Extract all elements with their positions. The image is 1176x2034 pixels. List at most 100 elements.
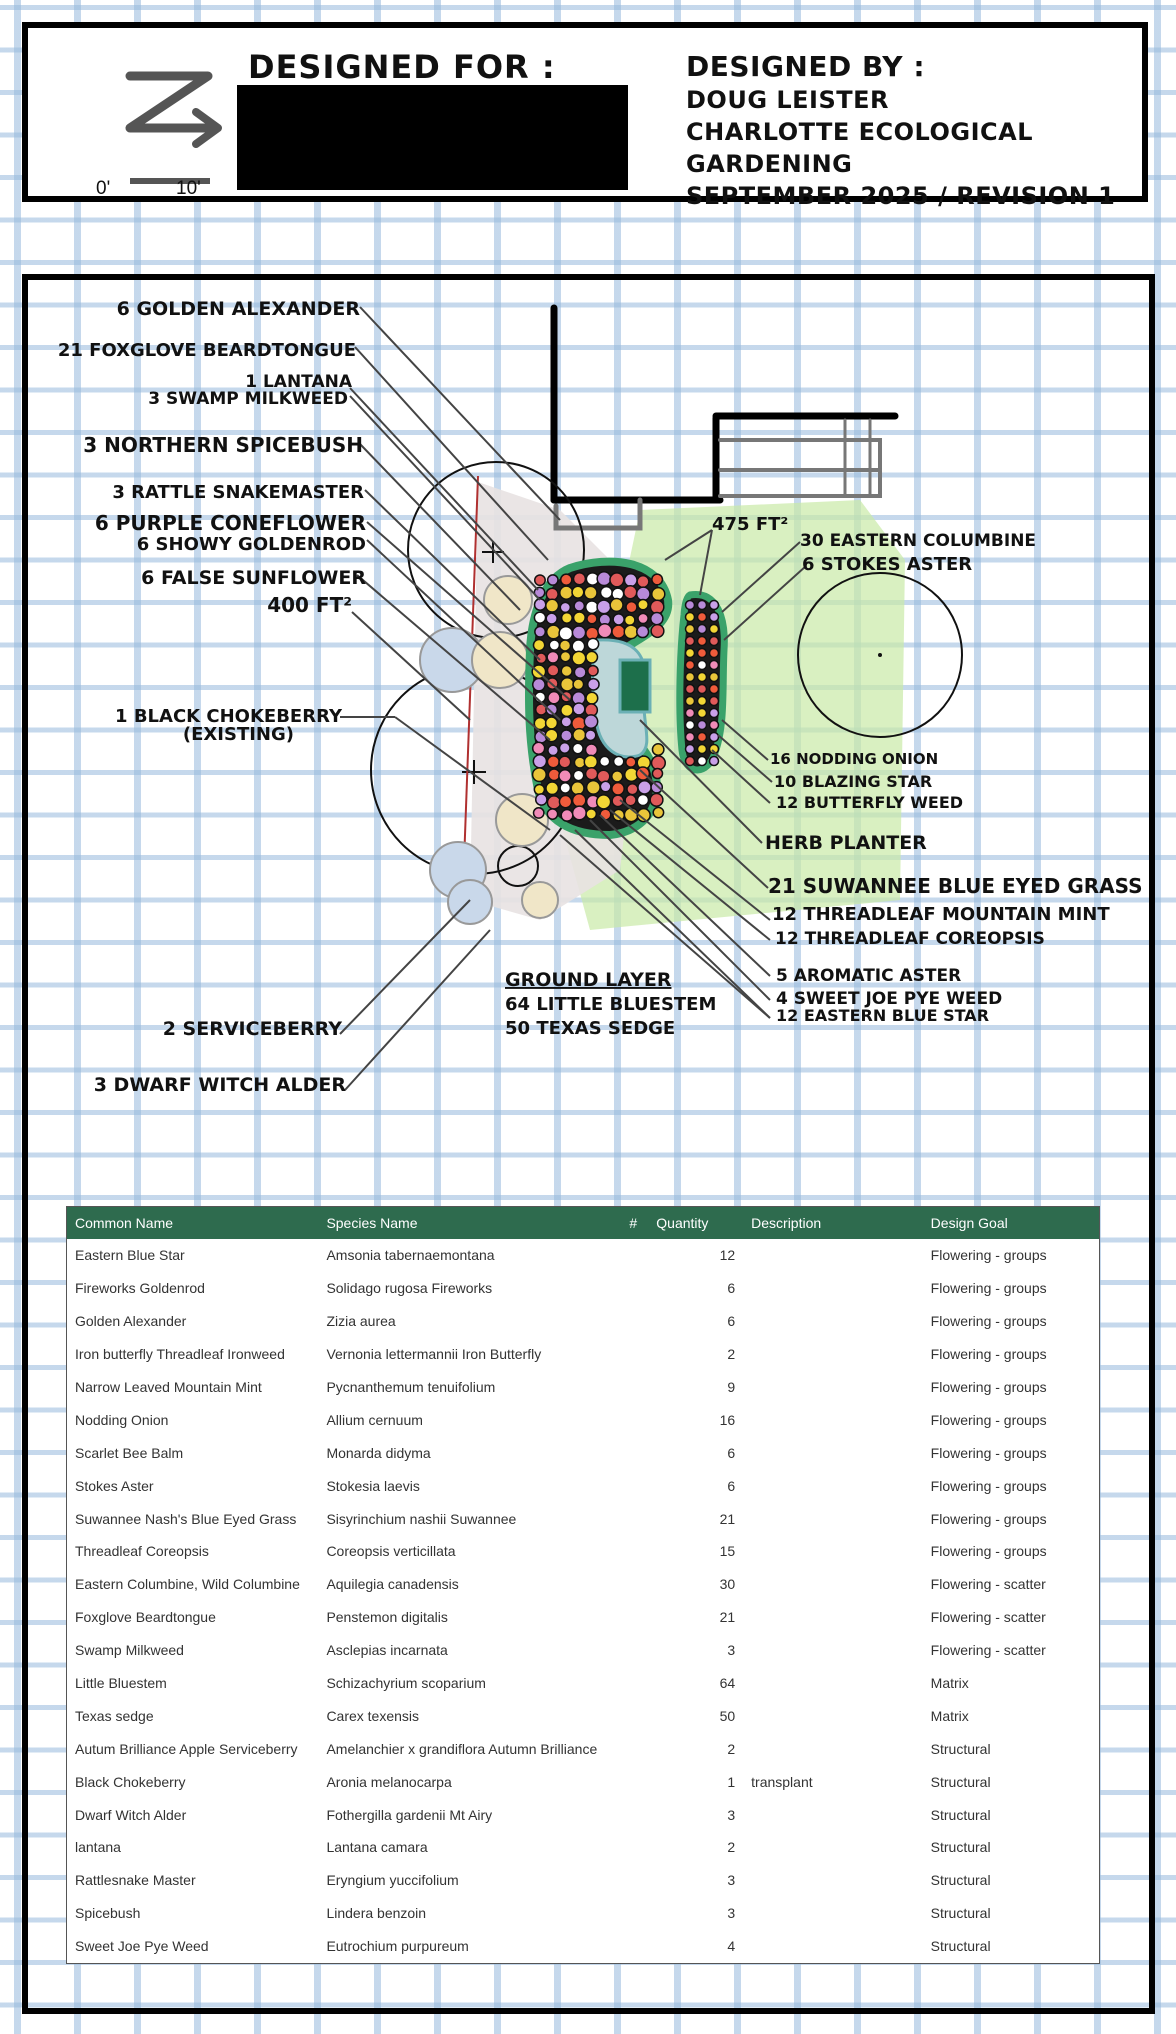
cell-species-name: Monarda didyma <box>326 1444 431 1461</box>
flower-dot <box>572 702 586 716</box>
cell-common-name: Eastern Columbine, Wild Columbine <box>75 1576 300 1593</box>
label-serviceberry: 2 SERVICEBERRY <box>163 1018 343 1040</box>
flower-dot <box>573 599 586 612</box>
cell-description <box>743 1864 923 1897</box>
flower-dot <box>558 625 574 641</box>
flower-dot <box>696 731 708 743</box>
flower-dot <box>696 671 708 683</box>
column-header-quantity[interactable]: Quantity <box>648 1206 744 1239</box>
column-header-common[interactable]: Common Name <box>66 1206 319 1239</box>
cell-quantity: 1 <box>727 1773 736 1790</box>
cell-description <box>743 1338 923 1371</box>
cell-quantity: 21 <box>719 1510 736 1527</box>
cell-design-goal: Flowering - groups <box>930 1543 1047 1560</box>
rattlesnake-master-shrubs <box>471 575 559 919</box>
label-blazing-star: 10 BLAZING STAR <box>774 772 932 791</box>
flower-dot <box>708 611 720 623</box>
flower-dot <box>708 599 720 611</box>
flower-dot <box>650 780 664 794</box>
flower-dot <box>609 597 624 613</box>
flower-dot <box>546 795 562 810</box>
flower-dot <box>637 780 652 795</box>
label-area-left: 400 FT² <box>267 593 352 617</box>
flower-dot <box>611 794 625 808</box>
cell-description <box>743 1601 923 1634</box>
flower-dot <box>684 635 696 647</box>
flower-dot <box>584 729 597 742</box>
column-header-species[interactable]: Species Name <box>318 1206 619 1239</box>
cell-quantity: 3 <box>727 1642 736 1659</box>
label-coneflower: 6 PURPLE CONEFLOWER <box>95 511 366 535</box>
cell-design-goal: Structural <box>930 1872 991 1889</box>
cell-hash <box>618 1502 648 1535</box>
flower-dot <box>696 611 708 623</box>
cell-common-name: Eastern Blue Star <box>75 1247 185 1264</box>
flower-dot <box>546 808 559 820</box>
cell-species-name: Fothergilla gardenii Mt Airy <box>326 1806 493 1823</box>
label-texas-sedge: 50 TEXAS SEDGE <box>505 1018 675 1039</box>
flower-dot <box>708 743 720 755</box>
label-little-bluestem: 64 LITTLE BLUESTEM <box>505 994 716 1015</box>
label-rattlesnake: 3 RATTLE SNAKEMASTER <box>112 482 364 503</box>
column-header-hash[interactable]: # <box>618 1206 649 1239</box>
flower-dot <box>623 573 638 588</box>
flower-dot <box>571 625 587 640</box>
north-arrow-icon <box>125 71 222 184</box>
flower-dot <box>571 639 586 654</box>
column-header-goal[interactable]: Design Goal <box>922 1206 1100 1239</box>
cell-design-goal: Structural <box>930 1740 991 1757</box>
flower-dot <box>583 754 599 770</box>
cell-common-name: Rattlesnake Master <box>75 1872 196 1889</box>
flower-dot <box>597 623 613 639</box>
cell-hash <box>618 1798 648 1831</box>
flower-dot <box>708 707 720 719</box>
flower-dot <box>696 683 708 695</box>
cell-design-goal: Flowering - groups <box>930 1477 1047 1494</box>
tree-center-dot <box>878 653 882 657</box>
cell-design-goal: Structural <box>930 1806 991 1823</box>
flower-dot <box>649 792 664 807</box>
cell-design-goal: Flowering - groups <box>930 1379 1047 1395</box>
cell-description <box>743 1403 923 1436</box>
cell-hash <box>618 1469 648 1502</box>
flower-dot <box>684 707 696 719</box>
flower-dot <box>696 599 708 611</box>
flower-dot <box>585 808 598 820</box>
cell-design-goal: Structural <box>930 1773 991 1790</box>
flower-dot <box>572 571 587 586</box>
cell-species-name: Solidago rugosa Fireworks <box>326 1280 493 1297</box>
flower-dot <box>586 612 598 625</box>
flower-dot <box>637 612 649 625</box>
flower-dot <box>650 623 665 639</box>
flower-dot <box>684 659 696 671</box>
column-header-description[interactable]: Description <box>743 1206 923 1239</box>
cell-quantity: 2 <box>727 1839 736 1856</box>
flower-dot <box>684 683 696 695</box>
cell-description: transplant <box>751 1773 813 1790</box>
redacted-client-name <box>237 85 628 190</box>
designed-for-label: DESIGNED FOR : <box>248 48 556 86</box>
flower-dot <box>560 715 573 728</box>
flower-dot <box>559 677 575 692</box>
flower-dot <box>531 677 546 692</box>
flower-dot <box>651 586 666 602</box>
cell-hash <box>618 1667 648 1700</box>
flower-dot <box>624 794 637 807</box>
cell-species-name: Schizachyrium scoparium <box>326 1675 486 1692</box>
label-joe-pye: 4 SWEET JOE PYE WEED <box>776 989 1002 1009</box>
label-aromatic-aster: 5 AROMATIC ASTER <box>776 966 961 986</box>
flower-dot <box>558 639 572 652</box>
date-revision: SEPTEMBER 2025 / REVISION 1 <box>686 182 1116 210</box>
flower-dot <box>586 677 600 691</box>
cell-hash <box>618 1699 648 1732</box>
flower-dot <box>558 768 572 783</box>
flower-dot <box>684 623 696 635</box>
designed-by-label: DESIGNED BY : <box>686 50 926 83</box>
flower-dot <box>708 719 720 731</box>
